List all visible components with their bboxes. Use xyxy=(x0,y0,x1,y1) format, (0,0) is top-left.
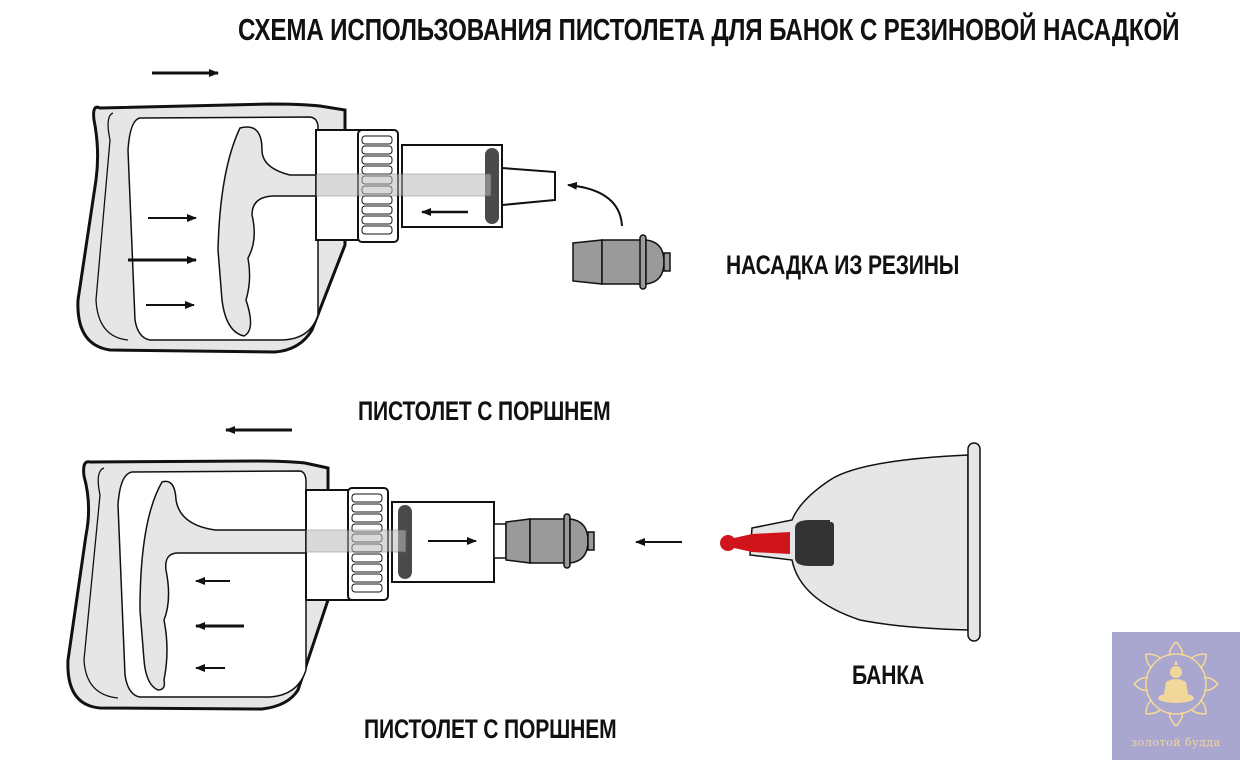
pump-gun-top xyxy=(76,69,556,354)
label-gun-bottom: ПИСТОЛЕТ С ПОРШНЕМ xyxy=(364,714,617,744)
buddha-lotus-icon xyxy=(1133,641,1219,727)
attach-arrow xyxy=(567,181,623,227)
diagram-title: СХЕМА ИСПОЛЬЗОВАНИЯ ПИСТОЛЕТА ДЛЯ БАНОК … xyxy=(238,12,1180,47)
label-gun-top: ПИСТОЛЕТ С ПОРШНЕМ xyxy=(358,396,611,426)
brand-logo: золотой будда xyxy=(1112,632,1240,760)
label-cup: БАНКА xyxy=(852,660,925,690)
label-rubber-nozzle: НАСАДКА ИЗ РЕЗИНЫ xyxy=(726,250,960,280)
cupping-cup xyxy=(635,442,981,642)
rubber-nozzle-part xyxy=(567,181,671,290)
logo-text: золотой будда xyxy=(1131,736,1221,749)
pump-gun-bottom xyxy=(66,426,595,711)
